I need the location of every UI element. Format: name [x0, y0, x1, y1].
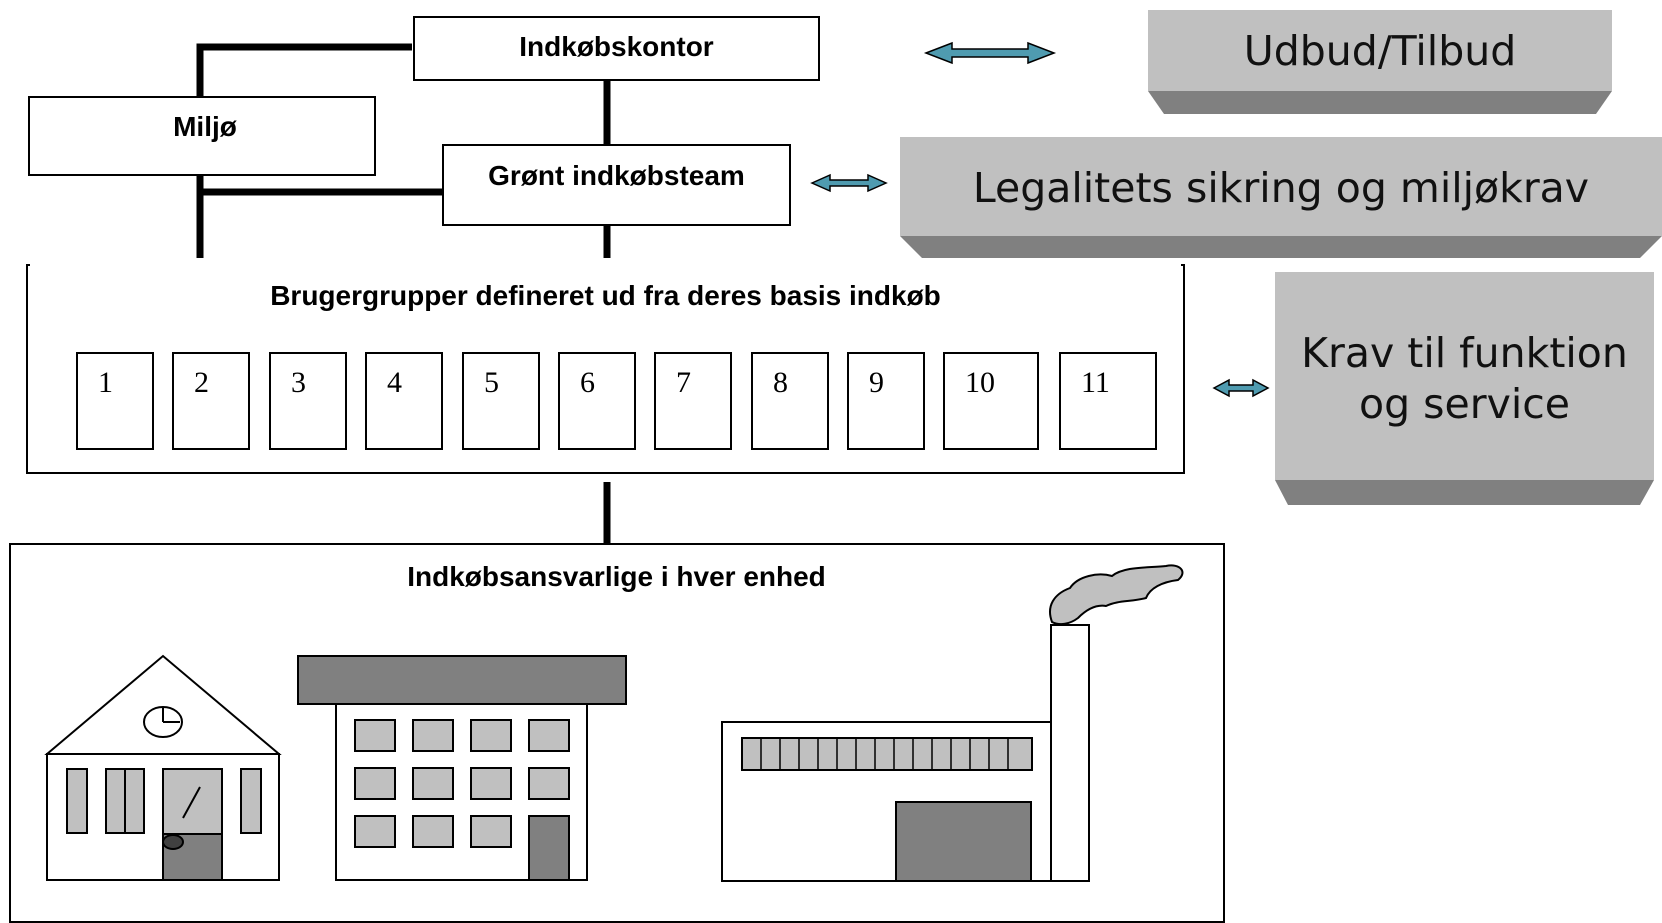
- connector-lines: [196, 43, 611, 543]
- double-arrow-icon: [923, 41, 1057, 65]
- udbud-box-shape: [1148, 10, 1612, 114]
- group-box: 8: [751, 352, 829, 450]
- group-box: 9: [847, 352, 925, 450]
- indkobsansvarlige-box: [9, 543, 1225, 923]
- office-building-icon: [297, 655, 627, 881]
- indkobskontor-box: [413, 16, 820, 81]
- group-number: 9: [869, 366, 884, 399]
- group-box: 6: [558, 352, 636, 450]
- krav-box-shape: [1275, 272, 1654, 505]
- group-box: 10: [943, 352, 1039, 450]
- school-building-icon: [44, 654, 282, 881]
- krav-label-line1: Krav til funktion: [1301, 329, 1628, 377]
- group-number: 2: [194, 366, 209, 399]
- group-number: 4: [387, 366, 402, 399]
- gront-team-label: Grønt indkøbsteam: [488, 160, 745, 191]
- brugergrupper-title: Brugergrupper defineret ud fra deres bas…: [270, 280, 941, 311]
- legalitet-label: Legalitets sikring og miljøkrav: [972, 164, 1590, 212]
- group-box: 2: [172, 352, 250, 450]
- group-number: 6: [580, 366, 595, 399]
- group-number: 1: [98, 366, 113, 399]
- double-arrow-icon: [1212, 378, 1270, 398]
- group-number: 10: [965, 366, 995, 399]
- udbud-label: Udbud/Tilbud: [1243, 27, 1517, 75]
- factory-building-icon: [721, 564, 1184, 882]
- group-number: 11: [1081, 366, 1110, 399]
- group-number: 8: [773, 366, 788, 399]
- miljo-box: [28, 96, 376, 176]
- group-box: 4: [365, 352, 443, 450]
- legalitet-box-shape: [900, 137, 1662, 258]
- brugergrupper-top-gap: [30, 258, 1181, 266]
- group-box: 11: [1059, 352, 1157, 450]
- group-box: 1: [76, 352, 154, 450]
- group-number: 7: [676, 366, 691, 399]
- group-box: 7: [654, 352, 732, 450]
- group-number: 3: [291, 366, 306, 399]
- indkobsansvarlige-title: Indkøbsansvarlige i hver enhed: [407, 561, 826, 592]
- group-box: 5: [462, 352, 540, 450]
- miljo-label: Miljø: [173, 111, 237, 142]
- group-number: 5: [484, 366, 499, 399]
- krav-label-line2: og service: [1358, 380, 1570, 428]
- indkobskontor-label: Indkøbskontor: [519, 31, 714, 62]
- double-arrow-icon: [810, 173, 888, 193]
- gront-team-box: [442, 144, 791, 226]
- group-box: 3: [269, 352, 347, 450]
